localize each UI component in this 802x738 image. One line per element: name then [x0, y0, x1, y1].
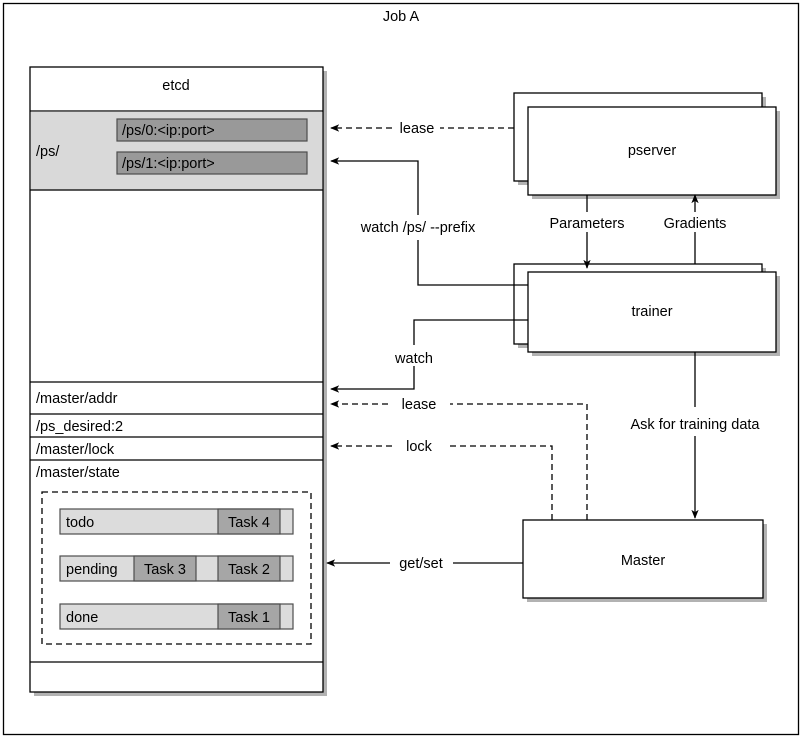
ps-entry-1-chip[interactable] — [116, 151, 308, 175]
ps-entry-0-chip[interactable] — [116, 118, 308, 142]
edge-lease-master-right — [450, 403, 588, 520]
edge-parameters: Parameters — [550, 195, 625, 269]
edge-parameters-label: Parameters — [550, 216, 625, 232]
edge-lease-pserver-label: lease — [400, 121, 435, 137]
page-title: Job A — [383, 9, 420, 25]
edge-ask-training-data: Ask for training data — [631, 352, 761, 519]
edge-lease-master-label: lease — [402, 397, 437, 413]
edge-watch-lower — [330, 366, 415, 393]
queue-pending-label: pending — [66, 562, 118, 578]
edge-lease-pserver: lease — [330, 121, 514, 137]
trainer-node[interactable]: trainer — [513, 263, 780, 356]
queue-todo-label: todo — [66, 515, 94, 531]
edge-get-set: get/set — [326, 556, 523, 572]
master-label: Master — [621, 553, 665, 569]
queue-todo-task-0-chip[interactable] — [217, 508, 281, 535]
etcd-row-3-label: /master/state — [36, 465, 120, 481]
ps-entry-1-label: /ps/1:<ip:port> — [122, 156, 215, 172]
queue-done-task-0-chip[interactable] — [217, 603, 281, 630]
queue-todo: todo Task 4 — [59, 508, 294, 535]
pserver-label: pserver — [628, 143, 677, 159]
queue-pending-task-0-chip[interactable] — [133, 555, 197, 582]
edge-watch-ps-prefix: watch /ps/ --prefix — [330, 157, 528, 286]
queue-pending: pending Task 3 Task 2 — [59, 555, 294, 582]
edge-watch-ps-prefix-lower — [417, 240, 528, 286]
etcd-row-1-label: /ps_desired:2 — [36, 419, 123, 435]
etcd-row-0-label: /master/addr — [36, 391, 118, 407]
edge-lock-right — [448, 445, 553, 520]
master-state-region — [41, 491, 312, 645]
ps-group-label: /ps/ — [36, 144, 60, 160]
edge-ask-training-label: Ask for training data — [631, 417, 761, 433]
edge-watch-ps-prefix-label: watch /ps/ --prefix — [360, 220, 476, 236]
edge-get-set-label: get/set — [399, 556, 443, 572]
edge-gradients-label: Gradients — [664, 216, 727, 232]
trainer-front-card — [527, 271, 777, 353]
queue-pending-task-0-label: Task 3 — [144, 562, 186, 578]
edge-lock: lock — [330, 439, 553, 520]
master-card — [522, 519, 764, 599]
edge-watch-upper — [413, 319, 528, 345]
queue-todo-task-0-label: Task 4 — [228, 515, 270, 531]
edge-lease-master: lease — [330, 397, 588, 520]
edge-gradients: Gradients — [664, 194, 727, 264]
trainer-label: trainer — [631, 304, 672, 320]
edge-watch-label: watch — [394, 351, 433, 367]
etcd-header-label: etcd — [162, 78, 189, 94]
master-node[interactable]: Master — [522, 519, 767, 602]
pserver-front-card — [527, 106, 777, 196]
pserver-node[interactable]: pserver — [513, 92, 780, 199]
queue-done-label: done — [66, 610, 98, 626]
etcd-row-2-label: /master/lock — [36, 442, 115, 458]
etcd-box: etcd /ps/ /ps/0:<ip:port> /ps/1:<ip:port… — [29, 66, 324, 693]
ps-entry-0-label: /ps/0:<ip:port> — [122, 123, 215, 139]
edge-lock-label: lock — [406, 439, 433, 455]
queue-done-task-0-label: Task 1 — [228, 610, 270, 626]
queue-pending-task-1-chip[interactable] — [217, 555, 281, 582]
edge-watch: watch — [330, 319, 528, 393]
queue-pending-task-1-label: Task 2 — [228, 562, 270, 578]
queue-done: done Task 1 — [59, 603, 294, 630]
edge-watch-ps-prefix-upper — [330, 157, 419, 215]
